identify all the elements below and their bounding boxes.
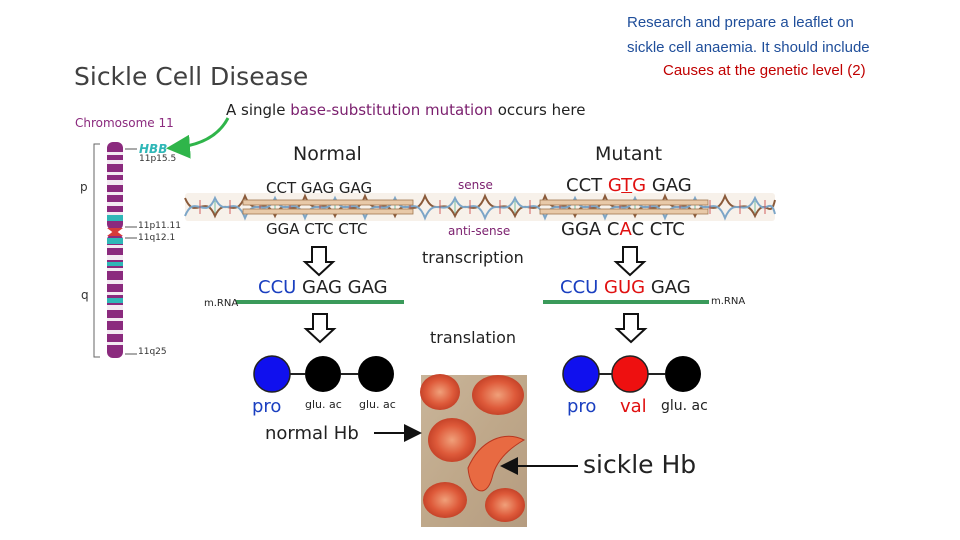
aa-circle-pro-normal [253,355,291,393]
mutant-antisense-seq: GGA CAC CTC [561,219,685,240]
down-arrow-icon [614,313,648,344]
mutant-mrna-a: CCU [560,277,605,298]
sickle-hb-label: sickle Hb [583,450,697,479]
translation-label: translation [430,328,517,347]
arm-p-label: p [80,180,88,194]
normal-aa-glu-2: glu. ac [359,398,396,411]
normal-aa-glu-1: glu. ac [305,398,342,411]
slide-title: Sickle Cell Disease [74,62,309,91]
down-arrow-icon [613,246,647,277]
mutant-sense-mutated-base: T [621,175,633,196]
normal-mrna-b: GAG GAG [296,277,388,298]
normal-aa-pro: pro [252,396,282,417]
mrna-label-right: m.RNA [711,296,746,307]
mutant-mrna-seq: CCU GUG GAG [560,277,691,298]
aa-circle-glu-mutant [665,356,701,392]
chromosome-title: Chromosome 11 [75,116,174,130]
mutant-aa-glu: glu. ac [661,398,708,414]
mutant-aa-pro: pro [567,396,597,417]
mutation-note-suffix: occurs here [492,101,586,119]
aa-circle-glu1-normal [305,356,341,392]
band-label-3: 11q12.1 [138,233,176,243]
mutant-mrna-c: GAG [645,277,691,298]
mutant-heading: Mutant [595,143,663,165]
mutant-sense-seq: CCT GTG GAG [566,175,692,196]
arm-q-label: q [81,288,89,302]
mutation-note-highlight: base-substitution mutation [290,101,493,119]
down-arrow-icon [303,313,337,344]
band-label-4: 11q25 [138,347,167,357]
mutant-sense-e: GAG [646,175,692,196]
normal-heading: Normal [293,143,362,165]
normal-sense-seq: CCT GAG GAG [266,179,373,197]
mutant-aa-val: val [620,396,647,417]
transcription-label: transcription [422,248,524,267]
down-arrow-icon [302,246,336,277]
mutant-antisense-c: C CTC [631,219,685,240]
mutation-note-prefix: A single [226,101,291,119]
normal-mrna-seq: CCU GAG GAG [258,277,388,298]
mrna-strand-normal [236,300,404,304]
mutant-sense-a: CCT [566,175,608,196]
band-label-2: 11p11.11 [138,221,181,231]
aa-circle-pro-mutant [562,355,600,393]
mrna-label-left: m.RNA [204,298,239,309]
gene-label: HBB [139,142,168,156]
band-label-1: 11p15.5 [139,154,177,164]
task-line-3: Causes at the genetic level (2) [663,62,866,79]
aa-circle-val-mutant [611,355,649,393]
red-blood-cell-photo [420,374,527,527]
mutant-mrna-mutated-codon: GUG [604,277,646,298]
task-line-1: Research and prepare a leaflet on [627,14,854,31]
dna-helix-icon [184,193,776,221]
mutant-sense-d: G [632,175,647,196]
normal-antisense-seq: GGA CTC CTC [266,220,368,238]
mutant-sense-b: G [607,175,622,196]
antisense-label: anti-sense [448,224,511,238]
mrna-strand-mutant [543,300,709,304]
mutation-pointer-arrow [166,117,230,159]
mutant-antisense-mutated-base: A [619,219,632,240]
chromosome-ideogram [93,142,137,358]
mutant-antisense-a: GGA C [561,219,620,240]
aa-circle-glu2-normal [358,356,394,392]
normal-hb-label: normal Hb [265,423,359,444]
sense-label: sense [458,178,493,192]
normal-mrna-a: CCU [258,277,297,298]
mutation-note: A single base-substitution mutation occu… [226,101,585,119]
task-line-2: sickle cell anaemia. It should include [627,39,870,56]
